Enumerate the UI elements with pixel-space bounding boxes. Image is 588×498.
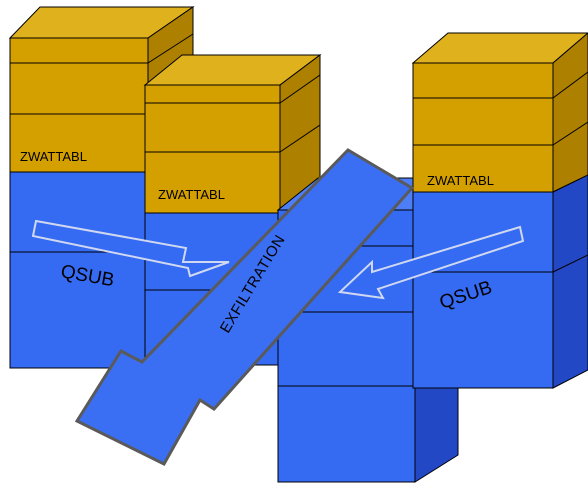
qsub-flow-arrow-left <box>31 219 230 278</box>
zwattabl-label-left: ZWATTABL <box>20 149 87 164</box>
zwattabl-label-middle: ZWATTABL <box>158 187 225 202</box>
zwattabl-label-right: ZWATTABL <box>427 173 494 188</box>
exfiltration-arrow <box>74 148 415 466</box>
left-column <box>8 6 195 369</box>
right-column-qsub-layer <box>412 174 588 389</box>
qsub-flow-arrow-right <box>337 225 525 300</box>
left-column-qsub-layer <box>9 171 149 369</box>
right-column <box>411 32 588 389</box>
right-column-zwattabl-layer <box>411 32 588 193</box>
